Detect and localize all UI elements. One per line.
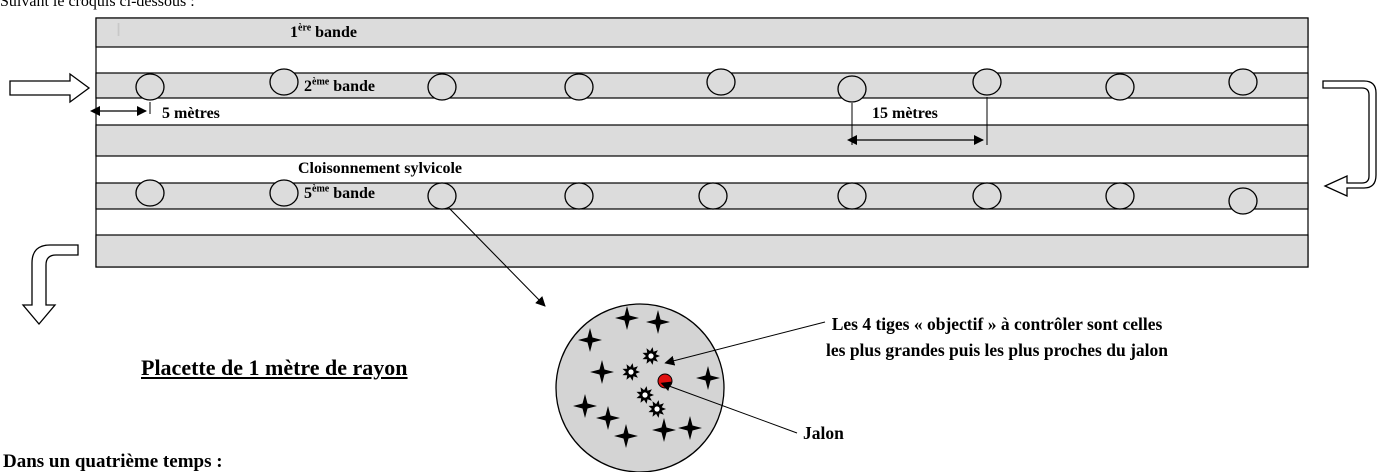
placette-circle (555, 303, 725, 472)
plot-circle (564, 182, 594, 210)
placette-zoom (555, 303, 826, 472)
u-turn-arrow-icon (1322, 80, 1377, 198)
distance-5m-label: 5 mètres (162, 105, 220, 122)
plot-row-band-5 (135, 179, 1258, 215)
plot-circle (564, 73, 594, 101)
plot-circle (837, 182, 867, 210)
stem-star-icon (646, 310, 670, 334)
plot-circle (698, 182, 728, 210)
plot-circle (427, 73, 457, 101)
arrow-right-icon (9, 72, 91, 104)
dimension-15m (847, 97, 988, 145)
plot-circle (972, 68, 1002, 96)
intro-text: Suivant le croquis ci-dessous : (0, 0, 195, 10)
plot-circle (837, 75, 867, 103)
objective-stems-group (622, 347, 666, 418)
placette-title: Placette de 1 mètre de rayon (141, 355, 408, 380)
cloisonnement-label: Cloisonnement sylvicole (298, 160, 462, 177)
stem-star-icon (590, 360, 614, 384)
objective-stem-core (648, 353, 654, 359)
objective-stems-note: Les 4 tiges « objectif » à contrôler son… (826, 311, 1168, 363)
stem-star-icon (573, 394, 597, 418)
band-5-label: 5ème bande (304, 183, 376, 202)
plot-circle (269, 68, 299, 96)
objective-stems-note-line-1: Les 4 tiges « objectif » à contrôler son… (831, 314, 1163, 334)
stems-group (573, 306, 720, 448)
stem-star-icon (614, 424, 638, 448)
jalon-label: Jalon (803, 423, 844, 443)
objective-leader-arrow (664, 321, 826, 366)
plot-circle (972, 182, 1002, 210)
objective-stems-note-line-2: les plus grandes puis les plus proches d… (826, 340, 1169, 360)
stem-star-icon (615, 306, 639, 330)
band-2-label: 2ème bande (304, 76, 376, 95)
stem-star-icon (678, 416, 702, 440)
band-3 (95, 124, 1309, 157)
stem-star-icon (696, 366, 720, 390)
band-1-label: 1ère bande (290, 22, 357, 41)
plot-circle (1105, 73, 1135, 101)
objective-stem-core (628, 369, 634, 375)
band-6 (95, 234, 1309, 268)
down-arrow-icon (21, 244, 79, 326)
jalon-leader-arrow (660, 381, 798, 434)
stem-star-icon (578, 328, 602, 352)
plot-circle (1228, 187, 1258, 215)
plot-row-band-2 (135, 68, 1258, 103)
objective-stem-core (654, 406, 660, 412)
text-cursor-mark: I (116, 20, 122, 40)
plot-circle (135, 73, 165, 101)
plot-circle (1105, 182, 1135, 210)
dimension-5m (90, 102, 151, 116)
plot-circle (269, 179, 299, 207)
band-1 (95, 17, 1309, 48)
distance-15m-label: 15 mètres (872, 105, 938, 122)
plot-circle-sampled (427, 182, 457, 210)
stem-star-icon (652, 418, 676, 442)
plot-circle (1228, 68, 1258, 96)
step-heading: Dans un quatrième temps : (3, 451, 223, 472)
plot-circle (706, 68, 736, 96)
plot-circle (135, 179, 165, 207)
objective-stem-core (642, 392, 648, 398)
zoom-leader-arrow (448, 207, 546, 307)
stem-star-icon (596, 406, 620, 430)
